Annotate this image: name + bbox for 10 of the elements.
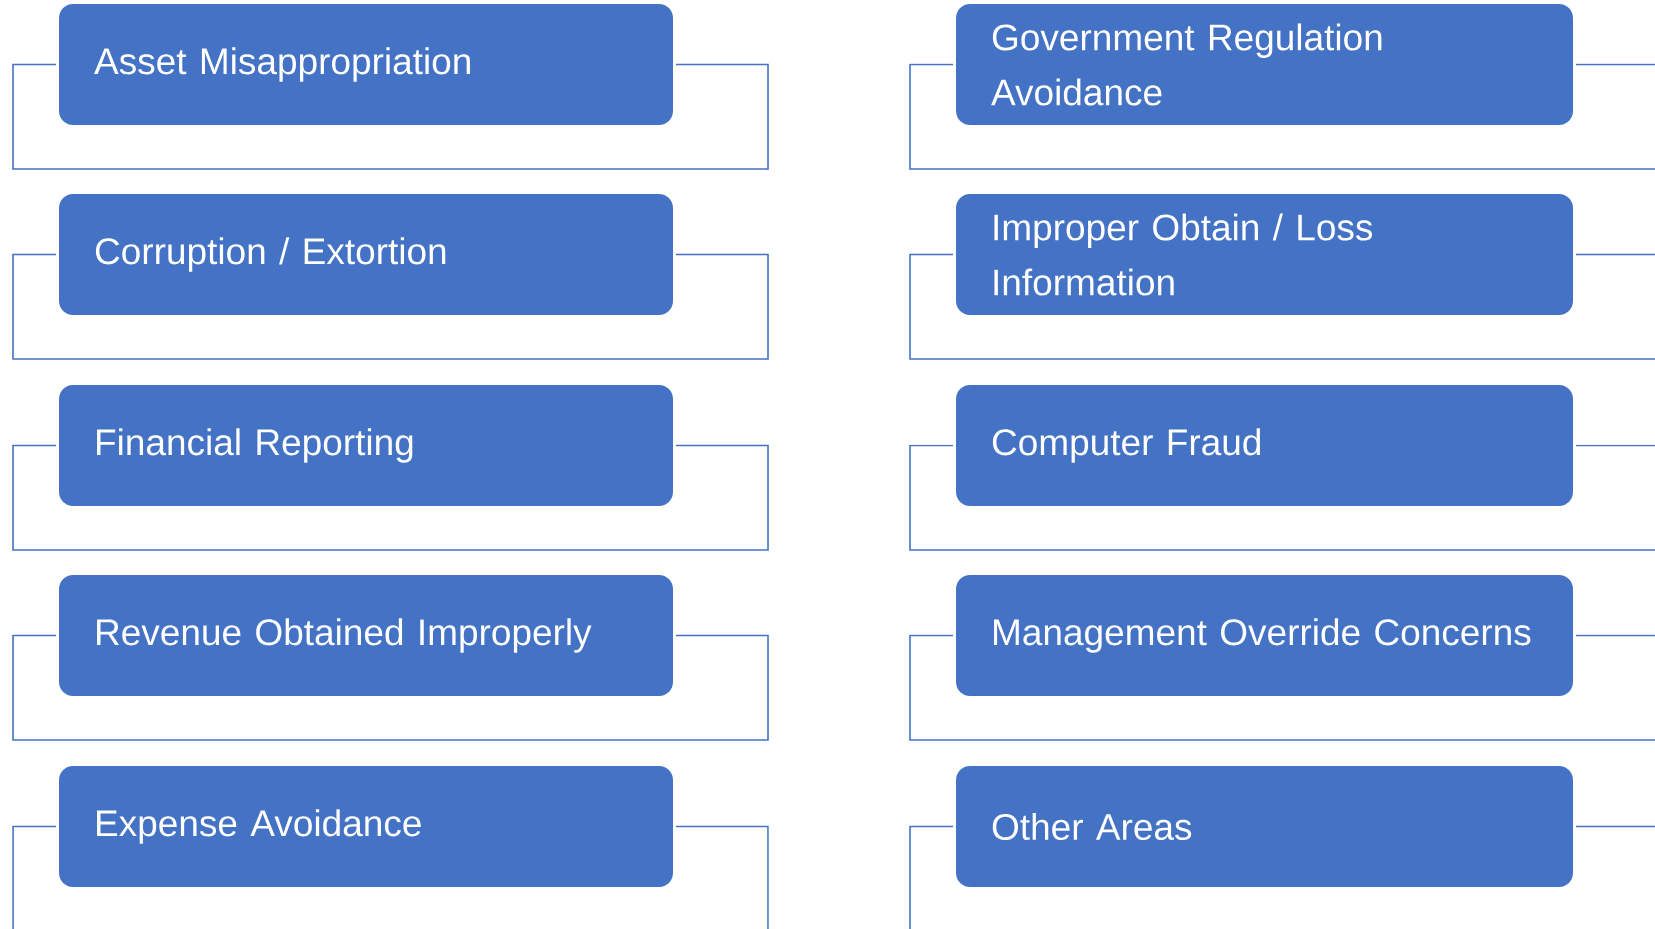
- category-box: Asset Misappropriation: [59, 4, 673, 125]
- category-box: Expense Avoidance: [59, 766, 673, 887]
- category-box: Other Areas: [956, 766, 1573, 887]
- category-box: Management Override Concerns: [956, 575, 1573, 696]
- category-box: Computer Fraud: [956, 385, 1573, 506]
- category-box: Corruption / Extortion: [59, 194, 673, 315]
- category-box: Improper Obtain / Loss Information: [956, 194, 1573, 315]
- category-box: Government Regulation Avoidance: [956, 4, 1573, 125]
- category-box: Revenue Obtained Improperly: [59, 575, 673, 696]
- category-box: Financial Reporting: [59, 385, 673, 506]
